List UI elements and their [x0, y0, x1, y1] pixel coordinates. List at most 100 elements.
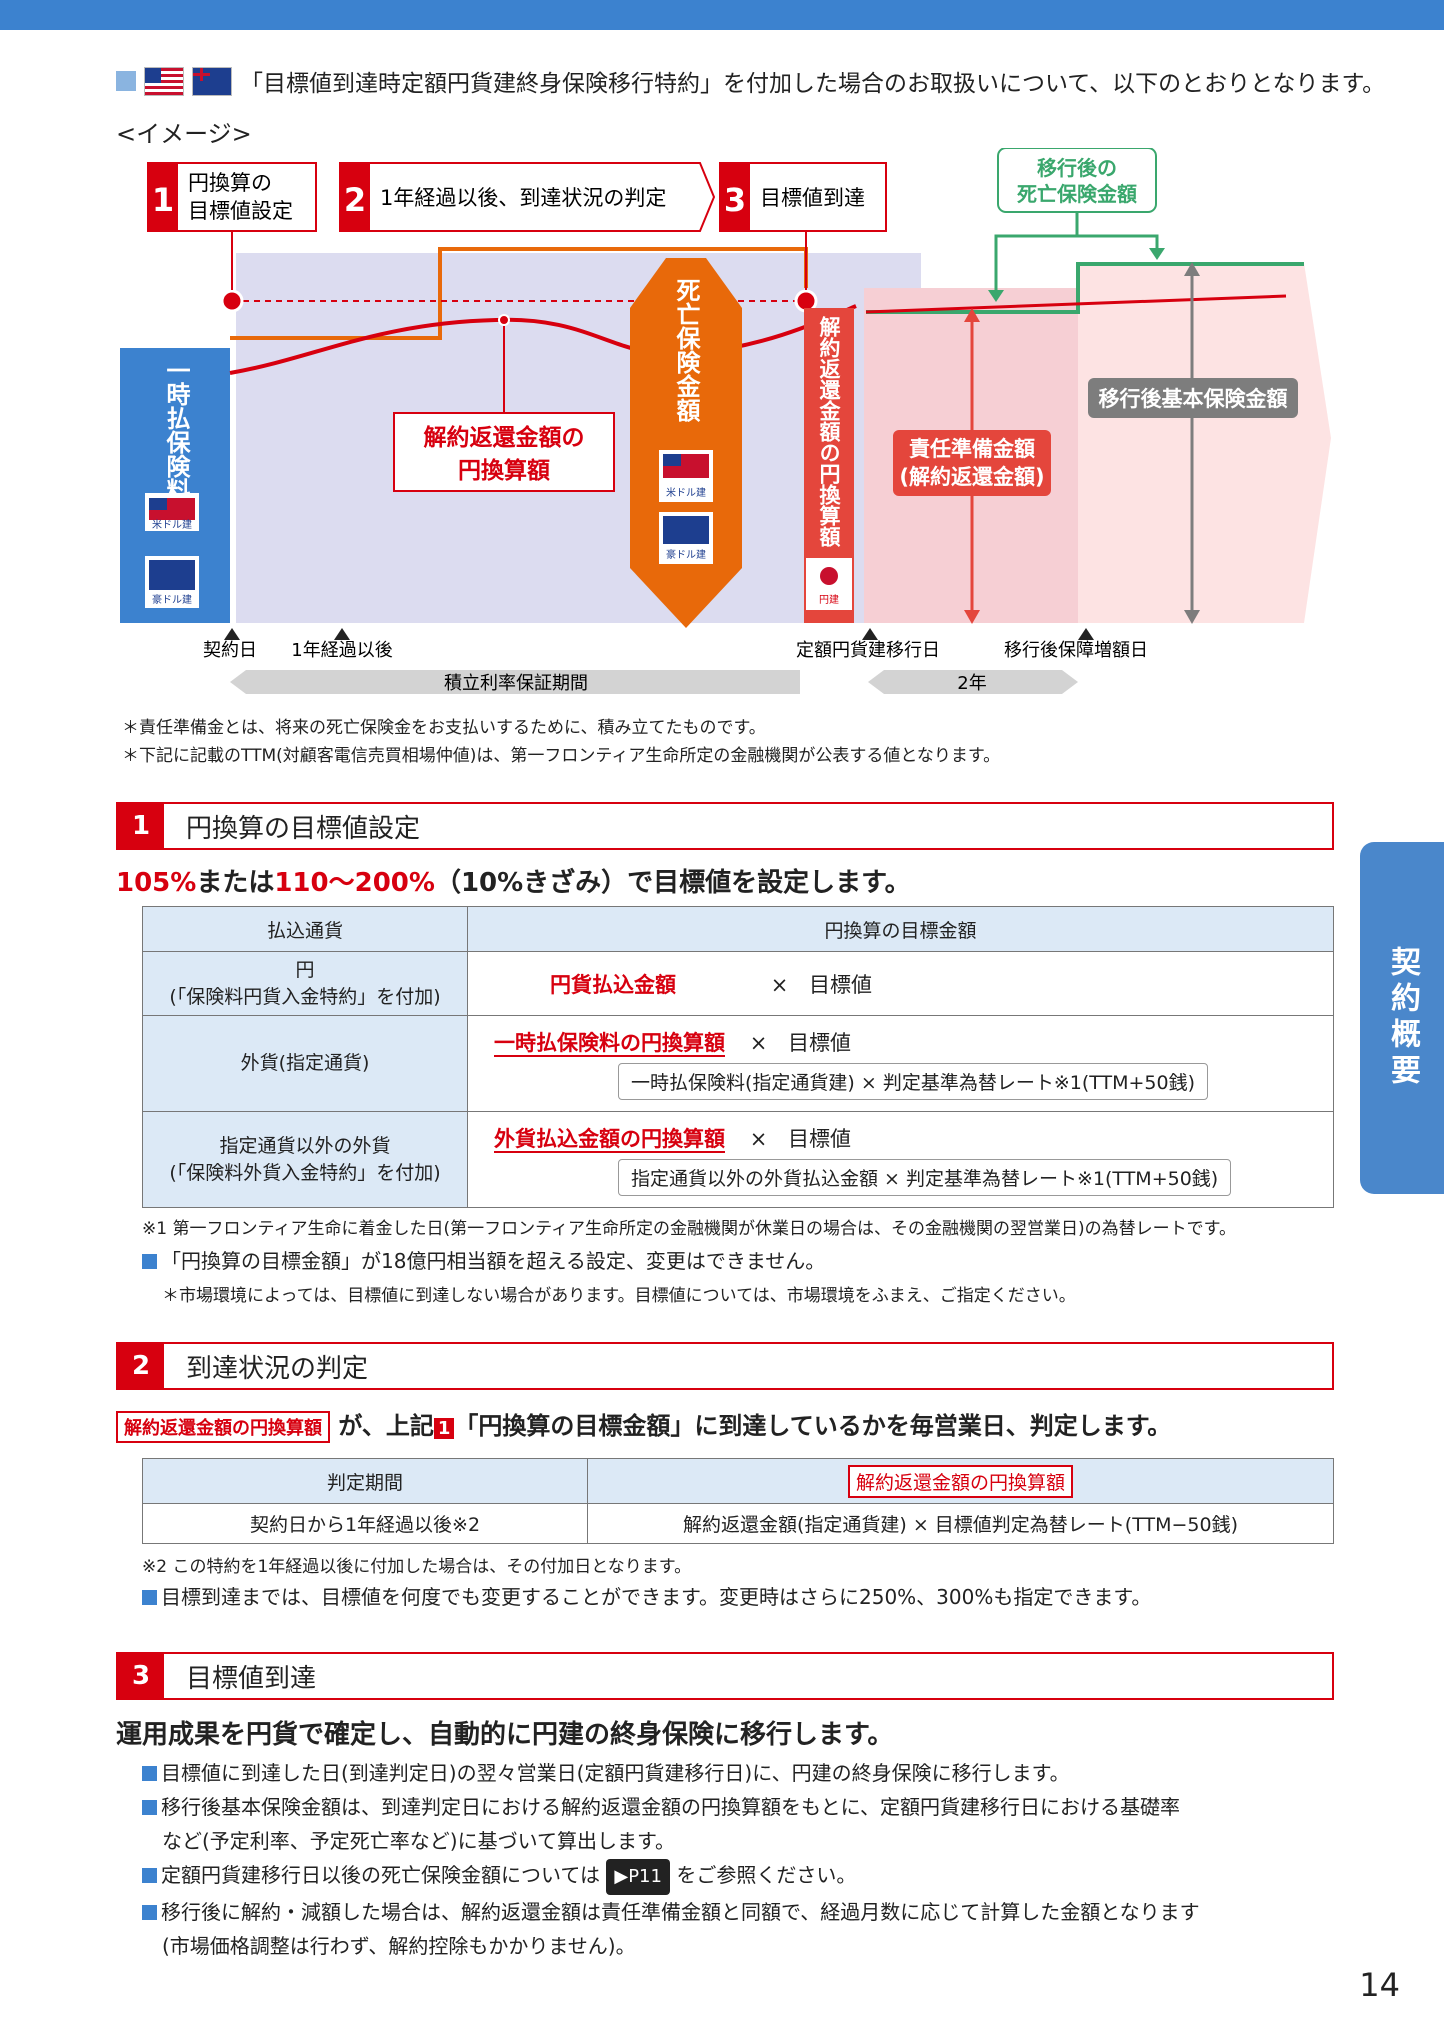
step2-num: 2 [344, 181, 366, 219]
formula-foreign: 一時払保険料の円換算額 × 目標値 一時払保険料(指定通貨建) × 判定基準為替… [467, 1015, 1334, 1112]
after-death-line2: 死亡保険金額 [1017, 182, 1137, 206]
reserve-box [893, 430, 1051, 496]
green-arrow-right [1077, 234, 1159, 254]
square-bullet-icon [116, 71, 136, 91]
base-amount-label: 移行後基本保険金額 [1099, 387, 1288, 411]
currency-yen: 円 (「保険料円貨入金特約」を付加) [142, 951, 468, 1016]
base-amount-box [1088, 378, 1298, 418]
after-1yr-label: 1年経過以後 [291, 640, 392, 661]
us-flag-icon [144, 66, 184, 96]
death-benefit-label: 死亡保険金額 [672, 278, 701, 423]
target-start-dot [220, 289, 244, 313]
death-benefit-arrow [630, 258, 742, 628]
th-target: 円換算の目標金額 [467, 906, 1334, 952]
section3-lead: 運用成果を円貨で確定し、自動的に円建の終身保険に移行します。 [116, 1720, 894, 1750]
th-surrender: 解約返還金額の円換算額 [587, 1458, 1334, 1504]
transition-diagram: 一時払保険料 米ドル建 豪ドル建 1 円換算の 目標値設定 2 1年経過以後、到… [116, 147, 1346, 712]
section2-title: 到達状況の判定 [186, 1353, 369, 1384]
square-bullet-icon [142, 1868, 157, 1883]
lump-premium-label: 一時払保険料 [162, 358, 191, 502]
surrender-yen-box [393, 412, 615, 492]
image-label: <イメージ> [116, 120, 252, 148]
intro-line: 「目標値到達時定額円貨建終身保険移行特約」を付加した場合のお取扱いについて、以下… [116, 64, 1385, 98]
square-bullet-icon [142, 1254, 157, 1269]
currency-foreign: 外貨(指定通貨) [142, 1015, 468, 1112]
target-table: 払込通貨 円換算の目標金額 円 (「保険料円貨入金特約」を付加) 円貨払込金額 … [142, 906, 1334, 1208]
square-bullet-icon [142, 1590, 157, 1605]
formula-yen: 円貨払込金額 × 目標値 [467, 951, 1334, 1016]
square-bullet-icon [142, 1766, 157, 1781]
step2-text: 1年経過以後、到達状況の判定 [380, 186, 666, 210]
sec1-bullet: 「円換算の目標金額」が18億円相当額を超える設定、変更はできません。 [142, 1244, 825, 1278]
page-ref-link[interactable]: ▶P11 [606, 1859, 670, 1895]
section1-lead: 105%または110〜200%（10%きざみ）で目標値を設定します。 [116, 862, 911, 899]
step1-line1: 円換算の [188, 171, 272, 195]
section2-header: 2 到達状況の判定 [116, 1342, 1334, 1390]
usd-label-2: 米ドル建 [666, 486, 706, 499]
lead-pct1: 105% [116, 868, 197, 898]
note-1: ＊責任準備金とは、将来の死亡保険金をお支払いするために、積み立てたものです。 [122, 718, 766, 738]
section3-title: 目標値到達 [186, 1663, 317, 1694]
green-arrow-left [994, 212, 1079, 298]
surrender-yen-line1: 解約返還金額の [424, 424, 585, 451]
shift-day-label: 定額円貨建移行日 [796, 640, 940, 661]
lead-mid: または [196, 868, 275, 898]
post-reserve-line [865, 294, 1287, 314]
sec2-bullet: 目標到達までは、目標値を何度でも変更することができます。変更時はさらに250%、… [142, 1580, 1151, 1614]
lead-ref-badge: 1 [433, 1418, 455, 1439]
page-number: 14 [1359, 1966, 1400, 2004]
top-bar [0, 0, 1444, 30]
formula-other: 外貨払込金額の円換算額 × 目標値 指定通貨以外の外貨払込金額 × 判定基準為替… [467, 1111, 1334, 1208]
intro-text: 「目標値到達時定額円貨建終身保険移行特約」を付加した場合のお取扱いについて、以下… [240, 71, 1386, 97]
square-bullet-icon [142, 1800, 157, 1815]
step3-text: 目標値到達 [760, 186, 865, 210]
step3-num: 3 [724, 181, 746, 219]
two-years-band [868, 670, 1078, 694]
note-2: ＊下記に記載のTTM(対顧客電信売買相場仲値)は、第一フロンティア生命所定の金融… [122, 746, 1001, 766]
section1-title: 円換算の目標値設定 [186, 813, 421, 844]
th-period: 判定期間 [142, 1458, 588, 1504]
reserve-line2: (解約返還金額) [899, 465, 1044, 489]
reserve-line1: 責任準備金額 [909, 437, 1035, 461]
side-tab-contract-summary[interactable]: 契約概要 [1360, 842, 1444, 1194]
guarantee-period-band [230, 670, 800, 694]
aud-label-2: 豪ドル建 [666, 548, 706, 561]
aud-label: 豪ドル建 [152, 593, 192, 606]
surrender-formula-cell: 解約返還金額(指定通貨建) × 目標値判定為替レート(TTM−50銭) [587, 1503, 1334, 1544]
section3-num: 3 [118, 1653, 164, 1699]
sec3-bullets: 目標値に到達した日(到達判定日)の翌々営業日(定額円貨建移行日)に、円建の終身保… [142, 1756, 1200, 1963]
currency-other: 指定通貨以外の外貨 (「保険料外貨入金特約」を付加) [142, 1111, 468, 1208]
step1-line2: 目標値設定 [188, 199, 293, 223]
jpy-label: 円建 [819, 593, 839, 606]
guarantee-period-label: 積立利率保証期間 [444, 673, 588, 694]
after-death-line1: 移行後の [1037, 156, 1117, 180]
lead-surrender-box: 解約返還金額の円換算額 [116, 1411, 330, 1443]
increase-day-label: 移行後保障増額日 [1004, 640, 1148, 661]
sec2-footnote: ※2 この特約を1年経過以後に付加した場合は、その付加日となります。 [142, 1557, 692, 1577]
sec1-subnote: ＊市場環境によっては、目標値に到達しない場合があります。目標値については、市場環… [162, 1286, 1076, 1306]
usd-label: 米ドル建 [152, 518, 192, 531]
judgement-table: 判定期間 解約返還金額の円換算額 契約日から1年経過以後※2 解約返還金額(指定… [142, 1458, 1334, 1544]
th-currency: 払込通貨 [142, 906, 468, 952]
lead-pct2: 110〜200% [274, 868, 435, 898]
surrender-curve [229, 304, 857, 375]
section1-num: 1 [118, 803, 164, 849]
table-row: 契約日から1年経過以後※2 解約返還金額(指定通貨建) × 目標値判定為替レート… [142, 1503, 1334, 1544]
lead-rest: （10%きざみ）で目標値を設定します。 [434, 868, 911, 898]
diagram-svg: 一時払保険料 米ドル建 豪ドル建 1 円換算の 目標値設定 2 1年経過以後、到… [120, 147, 1331, 694]
section2-num: 2 [118, 1343, 164, 1389]
contract-day-label: 契約日 [203, 640, 257, 661]
period-cell: 契約日から1年経過以後※2 [142, 1503, 588, 1544]
post-increase-area-bg [1078, 263, 1331, 623]
section1-header: 1 円換算の目標値設定 [116, 802, 1334, 850]
surrender-yen-line2: 円換算額 [458, 457, 550, 484]
table-row: 円 (「保険料円貨入金特約」を付加) 円貨払込金額 × 目標値 [142, 951, 1334, 1016]
surrender-yen-vertical: 解約返還金額の円換算額 [817, 315, 842, 548]
table-row: 指定通貨以外の外貨 (「保険料外貨入金特約」を付加) 外貨払込金額の円換算額 ×… [142, 1111, 1334, 1208]
formula-foreign-sub: 一時払保険料(指定通貨建) × 判定基準為替レート※1(TTM+50銭) [618, 1063, 1209, 1100]
two-years-label: 2年 [957, 673, 986, 694]
formula-other-sub: 指定通貨以外の外貨払込金額 × 判定基準為替レート※1(TTM+50銭) [618, 1159, 1232, 1196]
section3-header: 3 目標値到達 [116, 1652, 1334, 1700]
step1-num: 1 [152, 181, 174, 219]
